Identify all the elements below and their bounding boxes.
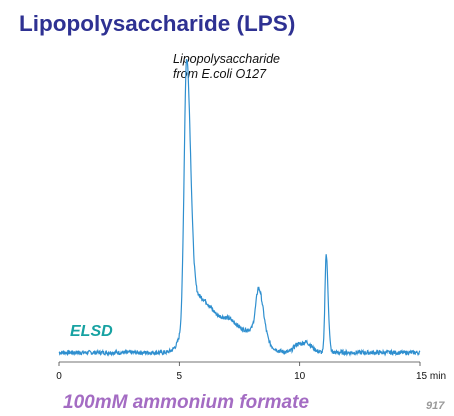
x-tick-label: 10: [294, 371, 306, 382]
x-tick-label: 0: [56, 371, 62, 382]
peak-annotation: Lipopolysaccharide from E.coli O127: [173, 52, 280, 82]
mobile-phase-label: 100mM ammonium formate: [63, 392, 310, 413]
elsd-trace: [58, 59, 421, 357]
x-tick-label: 5: [177, 371, 183, 382]
x-tick-label: 15 min: [416, 371, 446, 382]
chart-title: Lipopolysaccharide (LPS): [19, 11, 296, 36]
detector-label: ELSD: [70, 323, 113, 340]
page-number: 917: [426, 400, 445, 412]
annotation-line-1: Lipopolysaccharide: [173, 52, 281, 66]
annotation-line-2: from E.coli O127: [173, 67, 267, 81]
